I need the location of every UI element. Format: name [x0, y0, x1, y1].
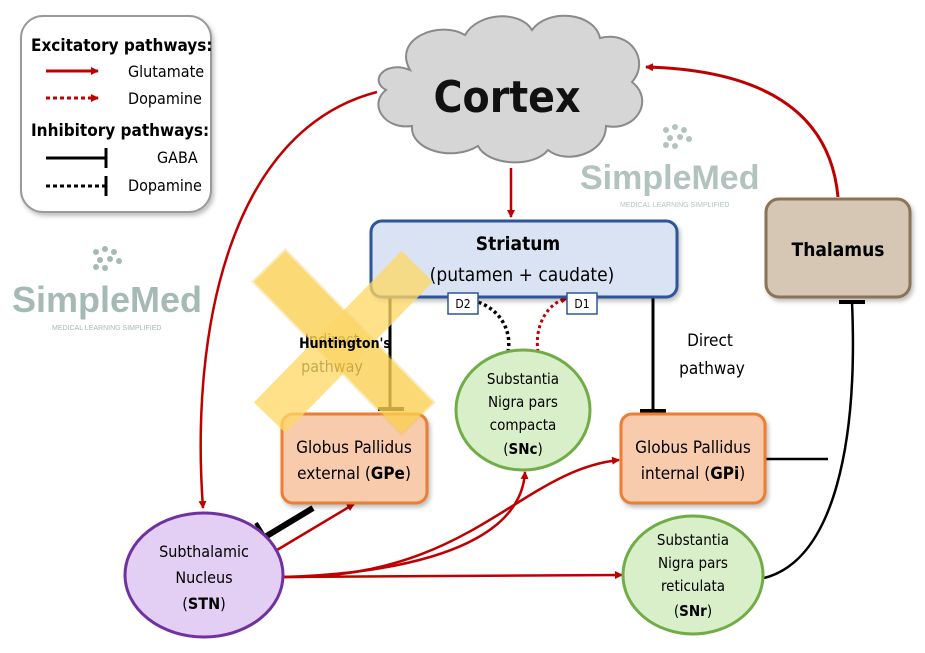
watermark-tagline: MEDICAL LEARNING SIMPLIFIED	[620, 202, 729, 209]
gpe-node: Globus Pallidus external (GPe)	[280, 412, 429, 505]
snc-node: Substantia Nigra pars compacta (SNc)	[454, 348, 592, 472]
striatum-box	[369, 219, 679, 299]
snc-label-abbr: (SNc)	[503, 440, 543, 458]
snc-to-d1-arrow	[535, 295, 569, 353]
striatum-title: Striatum	[476, 233, 560, 255]
gpi-label-line1: Globus Pallidus	[635, 438, 751, 458]
d1-receptor-label: D1	[574, 297, 589, 311]
direct-pathway-label-line2: pathway	[679, 359, 745, 379]
legend-inhibitory-title: Inhibitory pathways:	[31, 121, 209, 141]
cortex-cloud-shape	[377, 14, 644, 164]
d1-receptor-box	[566, 292, 598, 315]
watermark-brand: SimpleMed	[580, 159, 759, 197]
watermark-brand: SimpleMed	[12, 279, 202, 320]
striatum-subtitle: (putamen + caudate)	[430, 264, 615, 286]
huntingtons-label: Huntington's	[299, 336, 391, 352]
legend-gaba-label: GABA	[157, 148, 198, 167]
snc-label-line1: Substantia	[487, 370, 559, 388]
gpe-label-line1: Globus Pallidus	[296, 438, 412, 458]
snr-label-line3: reticulata	[661, 577, 725, 595]
stn-to-gpi-arrow	[282, 456, 620, 579]
cortex-label: Cortex	[433, 72, 580, 123]
gpe-box	[280, 412, 429, 505]
cortex-to-stn-arrow	[198, 90, 378, 509]
snr-label-line1: Substantia	[657, 531, 729, 549]
thalamus-box	[764, 197, 912, 299]
huntingtons-cross-icon	[251, 248, 436, 436]
snc-ellipse	[454, 348, 592, 472]
snc-label-line2: Nigra pars	[488, 393, 558, 411]
stn-to-gpe-arrow	[271, 502, 355, 555]
gpi-label-line2: internal (GPi)	[641, 464, 745, 484]
gpi-box	[619, 412, 767, 505]
stn-ellipse	[123, 511, 285, 639]
direct-pathway-label-line1: Direct	[687, 331, 733, 351]
simplemed-logo-icon	[663, 124, 692, 149]
snr-node: Substantia Nigra pars reticulata (SNr)	[621, 514, 765, 636]
cortex-node: Cortex	[377, 14, 644, 164]
snc-label-line3: compacta	[490, 416, 557, 434]
stn-to-snr-arrow	[282, 571, 623, 580]
snr-label-abbr: (SNr)	[674, 602, 712, 620]
legend-excitatory-title: Excitatory pathways:	[31, 36, 213, 56]
gpe-to-stn-line	[263, 505, 315, 540]
legend-dopamine-inh-label: Dopamine	[128, 176, 202, 195]
legend-dopamine-exc-label: Dopamine	[128, 89, 202, 108]
legend-box	[20, 15, 212, 213]
snr-to-thalamus-line	[763, 301, 855, 580]
thalamus-node: Thalamus	[764, 197, 912, 299]
watermark-left: SimpleMed MEDICAL LEARNING SIMPLIFIED	[12, 246, 202, 332]
thalamus-to-cortex-arrow	[645, 63, 840, 198]
watermark-right: SimpleMed MEDICAL LEARNING SIMPLIFIED	[580, 124, 759, 209]
watermark-tagline: MEDICAL LEARNING SIMPLIFIED	[52, 325, 161, 332]
stn-label-line1: Subthalamic	[159, 542, 249, 561]
stn-node: Subthalamic Nucleus (STN)	[123, 511, 285, 639]
gpi-node: Globus Pallidus internal (GPi)	[619, 412, 767, 505]
legend-glutamate-label: Glutamate	[128, 62, 204, 81]
simplemed-logo-icon	[93, 246, 122, 271]
d2-receptor-label: D2	[455, 297, 470, 311]
snc-to-d2-line	[477, 300, 511, 353]
striatum-node: Striatum (putamen + caudate) D2 D1	[369, 219, 679, 315]
gpe-label-line2: external (GPe)	[297, 464, 411, 484]
thalamus-label: Thalamus	[792, 239, 885, 261]
stn-label-abbr: (STN)	[182, 594, 225, 613]
snr-label-line2: Nigra pars	[658, 554, 728, 572]
d2-receptor-box	[447, 292, 479, 315]
legend: Excitatory pathways: Glutamate Dopamine …	[20, 15, 213, 213]
stn-label-line2: Nucleus	[175, 568, 232, 587]
snr-ellipse	[621, 514, 765, 636]
